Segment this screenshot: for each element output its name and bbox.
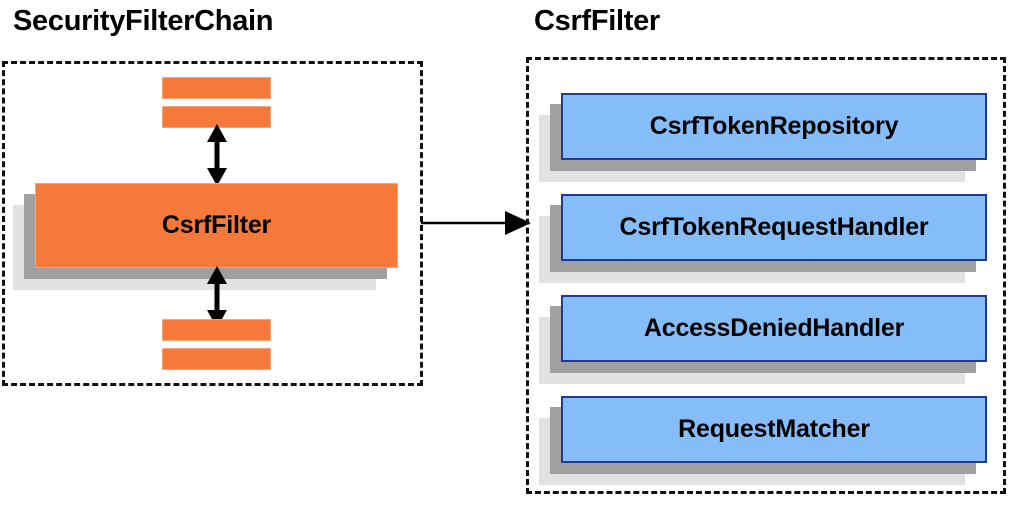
filler-bar-top-1 xyxy=(162,77,271,99)
node-csrf-filter-label: CsrfFilter xyxy=(35,183,398,268)
node-csrf-token-repository[interactable]: CsrfTokenRepository xyxy=(539,93,987,182)
node-csrf-token-request-handler-label: CsrfTokenRequestHandler xyxy=(561,194,987,261)
node-access-denied-handler-label: AccessDeniedHandler xyxy=(561,295,987,362)
group-box-csrf-filter xyxy=(526,57,1006,494)
node-request-matcher[interactable]: RequestMatcher xyxy=(539,396,987,485)
filler-bar-bottom-1 xyxy=(162,319,271,341)
page-title-csrf-filter: CsrfFilter xyxy=(534,5,660,37)
double-arrow-top xyxy=(207,124,227,186)
node-request-matcher-label: RequestMatcher xyxy=(561,396,987,463)
page-title-security-filter-chain: SecurityFilterChain xyxy=(13,5,274,37)
filler-bar-bottom-2 xyxy=(162,348,271,370)
node-access-denied-handler[interactable]: AccessDeniedHandler xyxy=(539,295,987,384)
node-csrf-token-request-handler[interactable]: CsrfTokenRequestHandler xyxy=(539,194,987,283)
node-csrf-filter[interactable]: CsrfFilter xyxy=(13,183,398,290)
node-csrf-token-repository-label: CsrfTokenRepository xyxy=(561,93,987,160)
arrow-csrf-filter-to-detail xyxy=(421,211,531,235)
